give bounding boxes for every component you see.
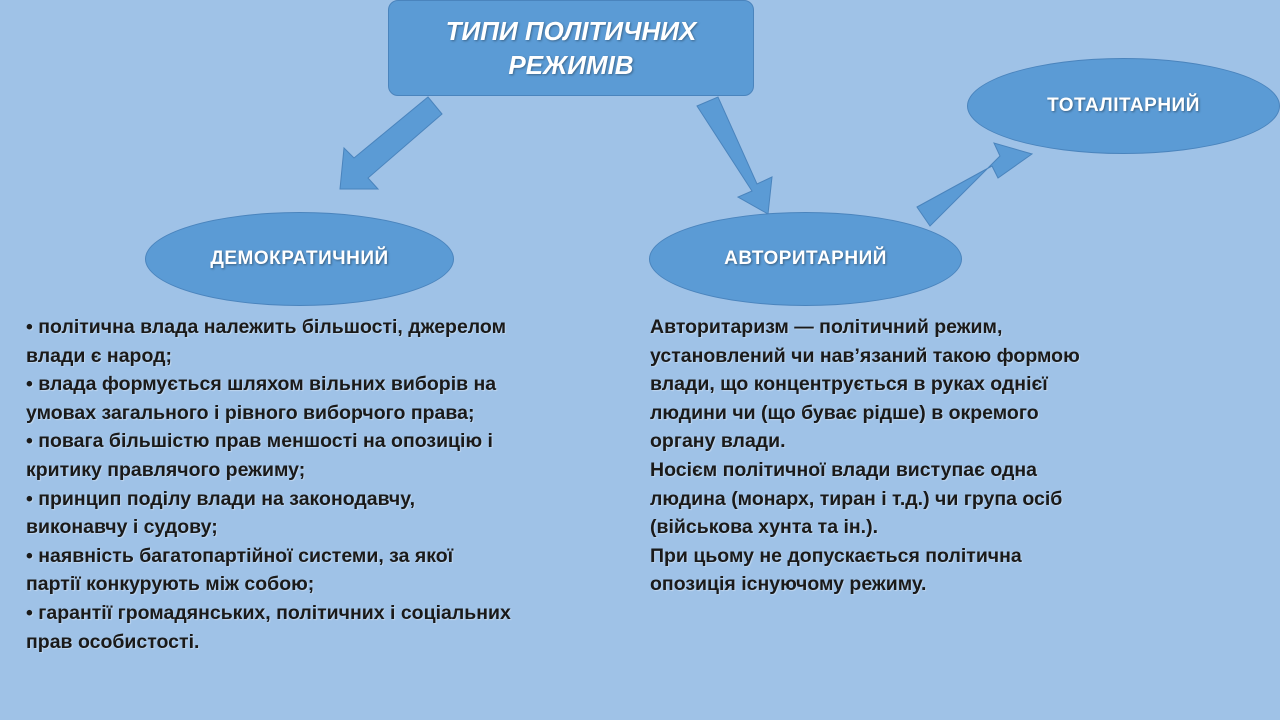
democratic-line: • влада формується шляхом вільних виборі… [26,373,497,396]
node-authoritarian: АВТОРИТАРНИЙ [649,212,962,306]
authoritarian-line: При цьому не допускається політична [650,544,1022,567]
node-totalitarian-label: ТОТАЛІТАРНИЙ [1047,95,1200,116]
node-democratic: ДЕМОКРАТИЧНИЙ [145,212,454,306]
democratic-line: • гарантії громадянських, політичних і с… [26,601,511,624]
democratic-line: прав особистості. [26,630,200,653]
authoritarian-line: органу влади. [650,430,786,453]
node-totalitarian: ТОТАЛІТАРНИЙ [967,58,1280,154]
democratic-line: • принцип поділу влади на законодавчу, [26,487,415,510]
authoritarian-first-line: Авторитаризм — політичний режим, [650,313,1270,342]
democratic-line: критику правлячого режиму; [26,458,306,481]
democratic-line: виконавчу і судову; [26,516,218,539]
arrow-to-authoritarian [696,96,773,215]
title-line-1: ТИПИ ПОЛІТИЧНИХ [445,16,697,46]
title-line-2: РЕЖИМІВ [508,50,634,80]
democratic-line: • політична влада належить більшості, дж… [26,316,507,338]
authoritarian-line: установлений чи нав’язаний такою формою [650,344,1080,367]
authoritarian-line: опозиція існуючому режиму. [650,573,927,596]
node-authoritarian-label: АВТОРИТАРНИЙ [724,248,887,269]
authoritarian-line: Носієм політичної влади виступає одна [650,458,1037,481]
authoritarian-description: Авторитаризм — політичний режим, установ… [650,313,1270,599]
node-democratic-label: ДЕМОКРАТИЧНИЙ [210,248,389,269]
authoritarian-line: влади, що концентрується в руках однієї [650,373,1048,396]
democratic-line: влади є народ; [26,344,172,367]
democratic-line: • повага більшістю прав меншості на опоз… [26,430,493,453]
democratic-line: партії конкурують між собою; [26,573,315,596]
diagram-title: ТИПИ ПОЛІТИЧНИХ РЕЖИМІВ [388,0,754,96]
authoritarian-line: людини чи (що буває рідше) в окремого [650,401,1039,424]
arrow-to-democratic [339,96,443,190]
authoritarian-term: Авторитаризм [650,316,789,338]
authoritarian-line: (військова хунта та ін.). [650,516,878,539]
democratic-line: умовах загального і рівного виборчого пр… [26,401,475,424]
democratic-description: • політична влада належить більшості, дж… [26,313,626,656]
authoritarian-first-line-rest: — політичний режим, [788,316,1003,338]
arrow-to-totalitarian [916,142,1034,227]
authoritarian-line: людина (монарх, тиран і т.д.) чи група о… [650,487,1063,510]
democratic-line: • наявність багатопартійної системи, за … [26,544,454,567]
